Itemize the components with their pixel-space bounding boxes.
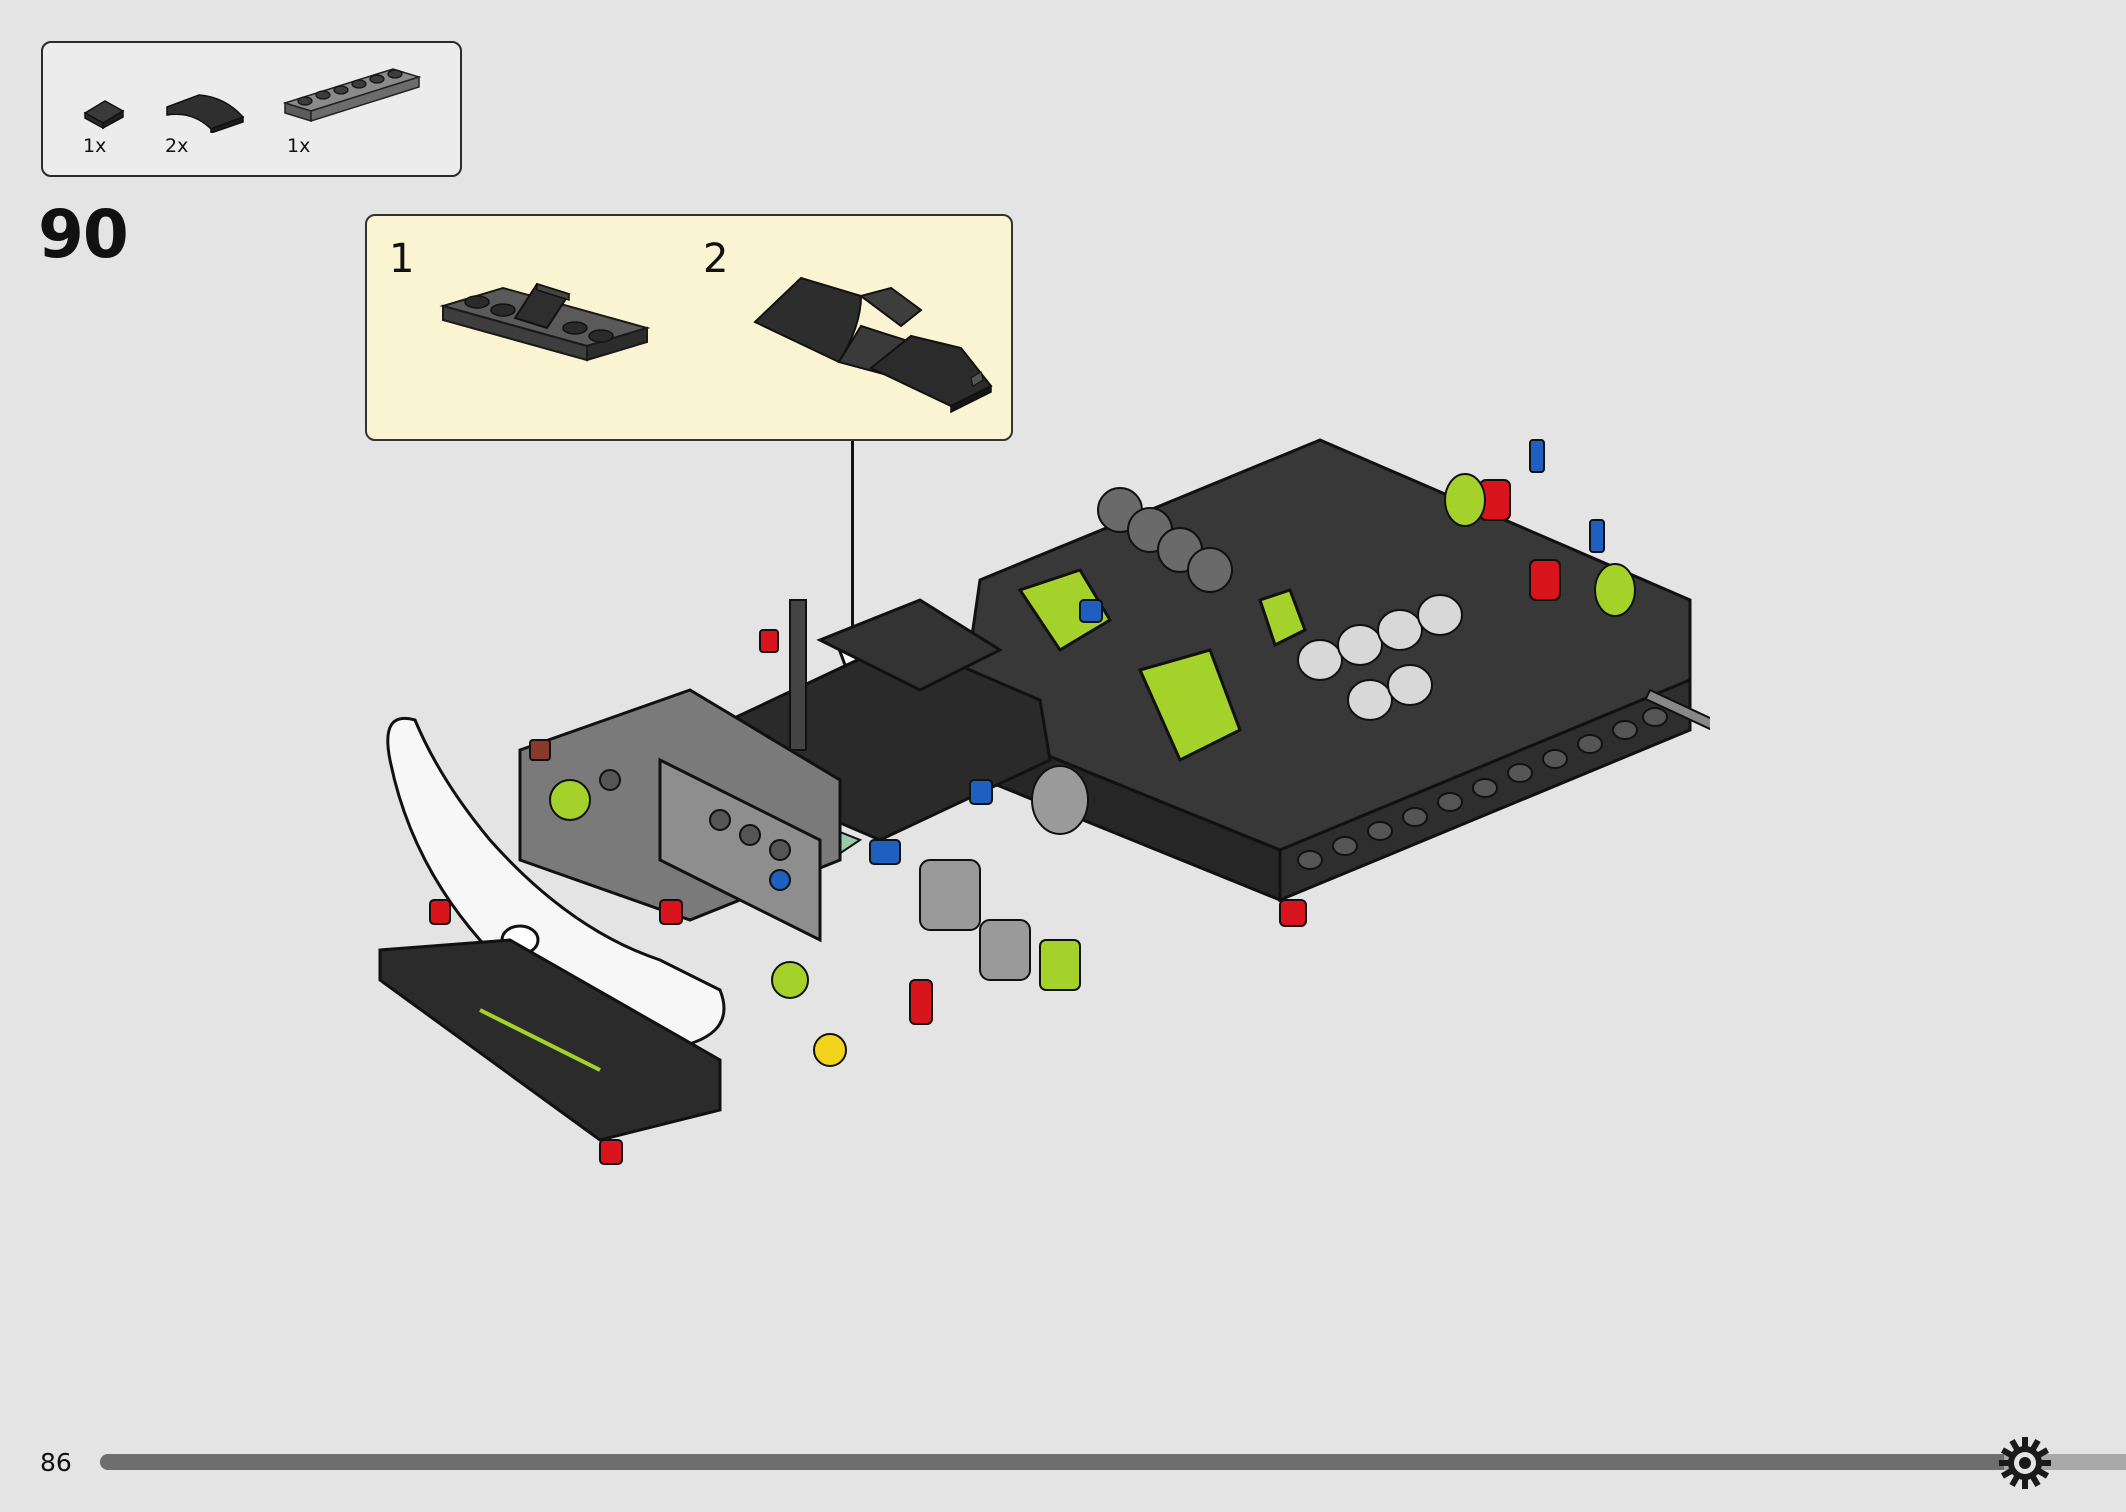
sub-step-1-illustration [437, 276, 657, 396]
callout-line [851, 441, 854, 651]
part-quantity: 1x [83, 135, 107, 157]
model-illustration [360, 420, 1724, 1204]
curved-slope-icon [163, 89, 247, 133]
progress-bar-fill [100, 1454, 2005, 1470]
sub-step-2-illustration [751, 266, 1001, 416]
parts-list-box: 1x 2x 1x [41, 41, 462, 177]
plate-1x6-icon [283, 63, 423, 127]
gear-icon [1998, 1436, 2052, 1494]
sub-assembly-box: 1 2 [365, 214, 1013, 441]
progress-bar [100, 1454, 2126, 1470]
step-number: 90 [38, 196, 129, 273]
slope-1x1-icon [81, 93, 127, 129]
sub-step-number: 2 [703, 236, 729, 282]
sub-step-number: 1 [389, 236, 415, 282]
page-number: 86 [40, 1448, 72, 1477]
part-quantity: 2x [165, 135, 189, 157]
part-quantity: 1x [287, 135, 311, 157]
